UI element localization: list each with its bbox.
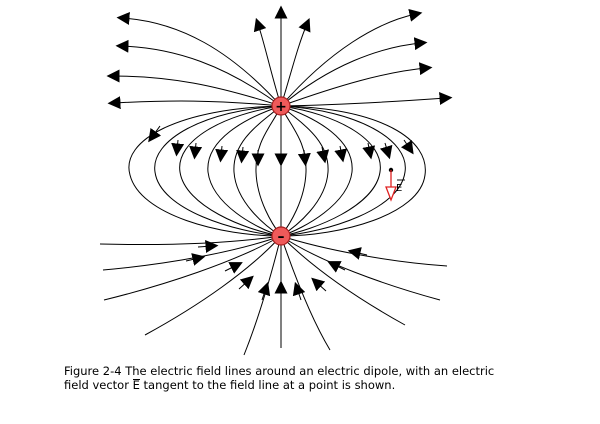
field-line-arrow	[379, 142, 393, 160]
negative-charge-symbol: –	[278, 229, 285, 245]
field-line	[280, 105, 406, 237]
field-lines	[99, 5, 453, 356]
field-line	[144, 235, 282, 336]
field-line	[233, 105, 282, 237]
field-line	[280, 105, 329, 237]
positive-charge-symbol: +	[275, 99, 287, 115]
field-line-arrow	[189, 142, 203, 160]
field-line-arrow	[347, 247, 368, 260]
field-line	[243, 235, 282, 356]
field-line	[280, 235, 406, 326]
field-line	[280, 105, 426, 237]
field-line	[115, 39, 282, 107]
field-line	[280, 91, 453, 107]
field-line-arrow	[238, 275, 254, 290]
field-line	[207, 105, 282, 237]
field-line-arrow	[148, 125, 162, 143]
field-line-arrow	[327, 261, 346, 273]
vector-arrowhead	[385, 186, 397, 202]
field-line	[280, 235, 441, 301]
field-line	[280, 18, 311, 107]
field-line-arrow	[400, 139, 414, 155]
field-line	[280, 235, 331, 351]
field-line-arrow	[185, 253, 206, 266]
positive-charge: +	[271, 96, 291, 116]
field-line	[102, 235, 282, 271]
field-line	[116, 11, 282, 107]
field-line-arrow	[311, 277, 327, 292]
field-line-arrow	[334, 145, 348, 163]
negative-charge: –	[271, 226, 291, 246]
field-line	[99, 235, 282, 246]
field-line-arrow	[292, 281, 306, 301]
field-line	[179, 105, 282, 237]
field-line	[154, 105, 282, 237]
field-line	[128, 105, 282, 237]
field-line	[280, 62, 433, 107]
figure-caption: Figure 2-4 The electric field lines arou…	[64, 364, 524, 392]
field-line	[280, 105, 353, 237]
field-line	[280, 105, 307, 237]
electric-field-vector: E	[385, 167, 405, 202]
caption-line-1: Figure 2-4 The electric field lines arou…	[64, 364, 495, 378]
field-line-arrow	[297, 149, 311, 167]
field-line	[280, 105, 381, 237]
vector-label: E	[396, 183, 402, 194]
field-line-arrow	[257, 281, 271, 301]
field-line-arrow	[236, 146, 250, 164]
field-line	[280, 8, 423, 107]
field-line-arrow	[215, 145, 229, 163]
field-line	[255, 105, 282, 237]
field-line	[103, 235, 282, 301]
caption-text-before: field vector	[64, 378, 133, 392]
field-line-arrow	[197, 239, 219, 253]
field-line	[280, 37, 428, 107]
field-line	[253, 17, 282, 107]
caption-vector-symbol: E	[132, 378, 141, 392]
field-line-arrow	[171, 139, 185, 157]
caption-text-after: tangent to the field line at a point is …	[139, 378, 396, 392]
field-line	[106, 69, 282, 107]
field-line-arrow	[224, 262, 243, 274]
field-line-arrow	[316, 146, 330, 164]
field-line-arrow	[362, 142, 376, 160]
field-line	[107, 96, 282, 110]
caption-line-2: field vector E tangent to the field line…	[64, 378, 524, 392]
